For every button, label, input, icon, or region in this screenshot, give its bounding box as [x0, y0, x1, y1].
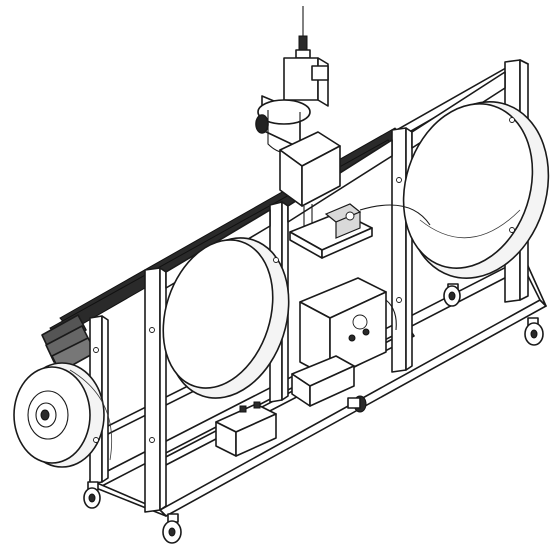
frame-holes: [93, 117, 515, 443]
caster-front-center: [162, 513, 182, 544]
hose-reel-left: [13, 362, 113, 468]
caster-wheels: [83, 283, 544, 544]
caster-front-right: [524, 317, 544, 346]
valve-block: [324, 203, 431, 239]
antenna: [295, 6, 311, 59]
battery-box: [215, 401, 277, 457]
control-box: [299, 277, 397, 379]
caster-front-left: [83, 481, 101, 509]
lower-bracket: [291, 355, 367, 413]
hose-reel-right: [402, 101, 550, 279]
hose-reel-center: [162, 237, 290, 399]
caster-rear-right: [443, 283, 461, 307]
motor: [255, 57, 329, 154]
